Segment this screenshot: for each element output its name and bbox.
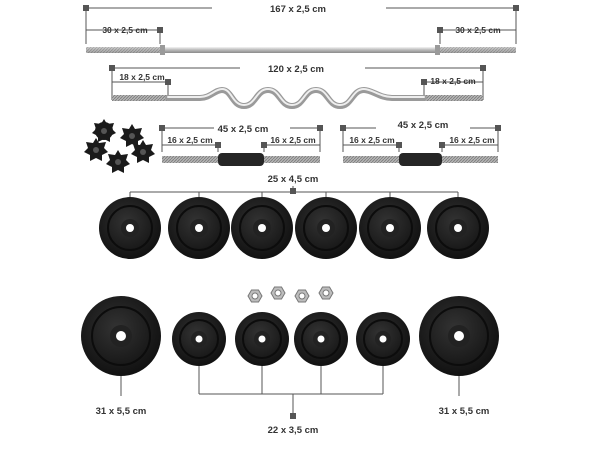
plate-large-left <box>81 296 161 376</box>
hex-nut-2 <box>270 286 286 300</box>
hex-nut-3 <box>294 289 310 303</box>
large-plate-right-size-label: 31 x 5,5 cm <box>439 406 490 417</box>
bottom-plates-group: 31 x 5,5 cm 31 x 5,5 cm 22 x 3,5 cm <box>81 296 499 436</box>
barbell-sleeve-right <box>440 47 516 53</box>
small-plate-size-label: 22 x 3,5 cm <box>268 425 319 436</box>
dumbbell-left-grip <box>218 153 264 166</box>
barbell-sleeve-left-label: 30 x 2,5 cm <box>102 25 148 35</box>
curl-sleeve-right <box>424 95 483 101</box>
dumbbell-left-sleeve-a-label: 16 x 2,5 cm <box>167 135 213 145</box>
medium-plate-size-label: 25 x 4,5 cm <box>268 174 319 185</box>
barbell-shaft <box>86 47 516 53</box>
medium-plates-group: 25 x 4,5 cm <box>99 174 489 259</box>
hex-nut-4 <box>318 286 334 300</box>
star-nut-1 <box>92 119 116 142</box>
plate-small-2 <box>235 312 289 366</box>
straight-barbell: 167 x 2,5 cm 30 x 2,5 cm 30 x 2,5 cm <box>83 4 519 55</box>
plate-small-3 <box>294 312 348 366</box>
dumbbell-bar-right: 45 x 2,5 cm 16 x 2,5 cm 16 x 2,5 cm <box>340 120 501 166</box>
star-nut-3 <box>84 138 108 161</box>
dumbbell-left-length-label: 45 x 2,5 cm <box>218 124 269 135</box>
dumbbell-left-sleeve-b-label: 16 x 2,5 cm <box>270 135 316 145</box>
hex-nut-1 <box>247 289 263 303</box>
star-nut-5 <box>131 140 155 163</box>
plate-medium-5 <box>359 197 421 259</box>
barbell-length-label: 167 x 2,5 cm <box>270 4 326 15</box>
plate-small-1 <box>172 312 226 366</box>
dumbbell-right-sleeve-a-label: 16 x 2,5 cm <box>349 135 395 145</box>
star-nut-4 <box>106 150 130 173</box>
star-nut-collars <box>84 119 155 173</box>
curl-bar-length-label: 120 x 2,5 cm <box>268 64 324 75</box>
plate-medium-6 <box>427 197 489 259</box>
dumbbell-right-length-label: 45 x 2,5 cm <box>398 120 449 131</box>
barbell-sleeve-left <box>86 47 160 53</box>
plate-medium-1 <box>99 197 161 259</box>
barbell-collar-left <box>160 45 165 55</box>
barbell-collar-right <box>435 45 440 55</box>
dumbbell-bar-left: 45 x 2,5 cm 16 x 2,5 cm 16 x 2,5 cm <box>159 124 323 166</box>
star-nut-2 <box>120 124 144 147</box>
ez-curl-bar: 120 x 2,5 cm 18 x 2,5 cm 18 x 2,5 cm <box>109 64 486 110</box>
hex-nuts <box>247 286 334 303</box>
large-plate-left-size-label: 31 x 5,5 cm <box>96 406 147 417</box>
dumbbell-right-sleeve-b-label: 16 x 2,5 cm <box>449 135 495 145</box>
plate-medium-4 <box>295 197 357 259</box>
plate-large-right <box>419 296 499 376</box>
curl-sleeve-left <box>112 95 168 101</box>
barbell-sleeve-right-label: 30 x 2,5 cm <box>455 25 501 35</box>
plate-medium-3 <box>231 197 293 259</box>
plate-medium-2 <box>168 197 230 259</box>
dumbbell-right-grip <box>399 153 442 166</box>
plate-small-4 <box>356 312 410 366</box>
curl-sleeve-right-label: 18 x 2,5 cm <box>430 76 476 86</box>
curl-sleeve-left-label: 18 x 2,5 cm <box>119 72 165 82</box>
